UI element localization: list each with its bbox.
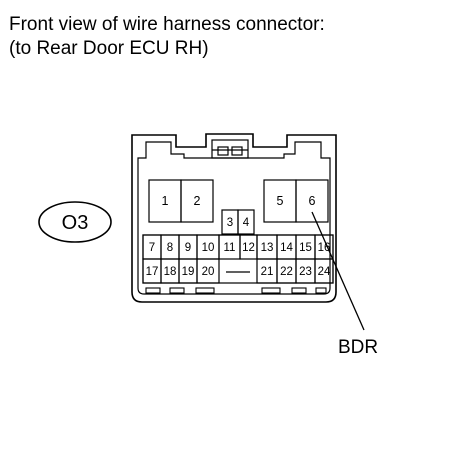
svg-text:21: 21: [261, 266, 274, 278]
callout-label-bdr: BDR: [338, 337, 378, 358]
pin-cell-6: 6: [295, 179, 329, 223]
pin-cell-5: 5: [263, 179, 297, 223]
diagram-title-line-2: (to Rear Door ECU RH): [9, 38, 209, 59]
pin-cell-20: 20: [196, 258, 220, 284]
svg-text:11: 11: [224, 242, 236, 254]
connector-latch: [211, 139, 249, 159]
connector-bottom-tabs: [145, 287, 327, 294]
connector-inner-wall: [137, 141, 331, 295]
svg-text:2: 2: [194, 194, 201, 208]
pin-cell-10: 10: [196, 234, 220, 260]
svg-text:1: 1: [162, 194, 169, 208]
connector-code-badge: [38, 201, 112, 243]
svg-text:15: 15: [299, 242, 312, 254]
pin-cell-3: 3: [221, 209, 239, 235]
callout-leader-line: [311, 211, 365, 331]
svg-text:24: 24: [318, 266, 331, 278]
connector-housing: [131, 133, 337, 303]
pin-cell-7: 7: [142, 234, 162, 260]
pin-cell-4: 4: [237, 209, 255, 235]
pin-cell-13: 13: [256, 234, 278, 260]
svg-text:13: 13: [261, 242, 274, 254]
svg-text:14: 14: [280, 242, 293, 254]
svg-text:7: 7: [149, 242, 155, 254]
pin-cell-19: 19: [178, 258, 198, 284]
pin-cell-23: 23: [295, 258, 316, 284]
pin-cell-9: 9: [178, 234, 198, 260]
diagram-title-line-1: Front view of wire harness connector:: [9, 14, 325, 35]
svg-text:19: 19: [182, 266, 195, 278]
svg-text:20: 20: [202, 266, 215, 278]
svg-text:3: 3: [227, 217, 233, 229]
svg-text:6: 6: [309, 194, 316, 208]
svg-text:22: 22: [280, 266, 293, 278]
svg-text:5: 5: [277, 194, 284, 208]
pin-cell-8: 8: [160, 234, 180, 260]
pin-cell-11: 11: [218, 234, 241, 260]
pin-cell-14: 14: [276, 234, 297, 260]
svg-text:8: 8: [167, 242, 173, 254]
svg-text:23: 23: [299, 266, 312, 278]
pin-cell-12: 12: [239, 234, 258, 260]
svg-text:18: 18: [164, 266, 177, 278]
pin-cell-24: 24: [314, 258, 334, 284]
svg-text:17: 17: [146, 266, 159, 278]
svg-text:12: 12: [242, 242, 255, 254]
pin-cell-1: 1: [148, 179, 182, 223]
pin-cell-2: 2: [180, 179, 214, 223]
pin-cell-18: 18: [160, 258, 180, 284]
pin-cell-17: 17: [142, 258, 162, 284]
svg-text:9: 9: [185, 242, 191, 254]
pin-cell-15: 15: [295, 234, 316, 260]
svg-text:10: 10: [202, 242, 215, 254]
connector-code-label: O3: [62, 212, 89, 234]
pin-cell-21: 21: [256, 258, 278, 284]
pin-cell-22: 22: [276, 258, 297, 284]
svg-text:4: 4: [243, 217, 250, 229]
